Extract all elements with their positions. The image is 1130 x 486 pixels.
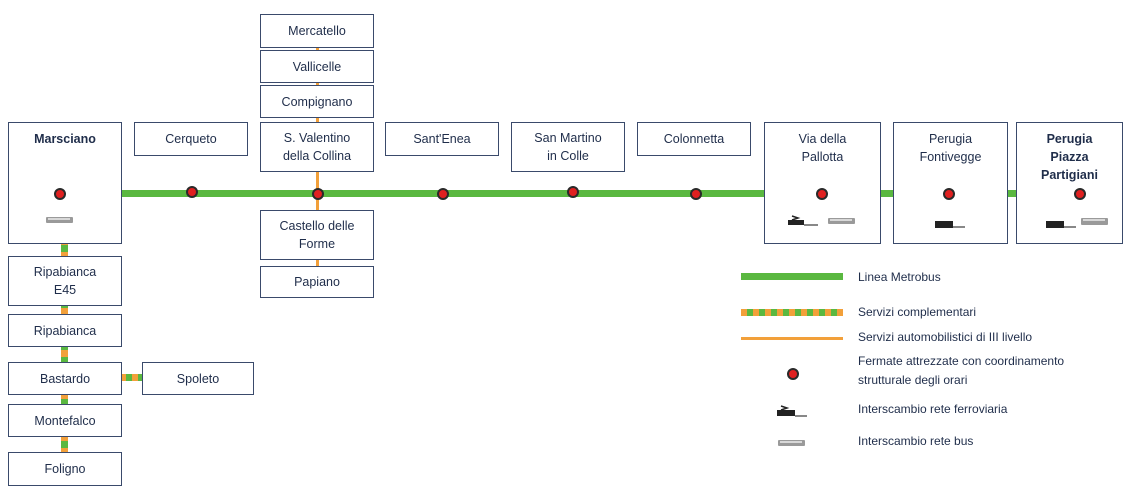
bus-icon [1081, 218, 1108, 225]
station-mercatello: Mercatello [260, 14, 374, 48]
legend-stop-marker [787, 368, 799, 380]
station-ripabianca: Ripabianca [8, 314, 122, 347]
station-spoleto: Spoleto [142, 362, 254, 395]
bus-icon [46, 217, 73, 223]
legend-metrobus-label: Linea Metrobus [858, 270, 941, 284]
stop-sant-enea [437, 188, 449, 200]
stop-cerqueto [186, 186, 198, 198]
station-montefalco: Montefalco [8, 404, 122, 437]
legend-complementary-label: Servizi complementari [858, 305, 977, 319]
station-compignano: Compignano [260, 85, 374, 118]
stop-perugia-fontivegge [943, 188, 955, 200]
west-branch-line [61, 238, 68, 456]
legend-auto-label: Servizi automobilistici di III livello [858, 330, 1033, 344]
station-vallicelle: Vallicelle [260, 50, 374, 83]
train-icon [935, 221, 965, 228]
legend-rail-label: Interscambio rete ferroviaria [858, 402, 1008, 416]
train-icon [1046, 221, 1076, 228]
stop-perugia-piazza-partigiani [1074, 188, 1086, 200]
stop-san-martino [567, 186, 579, 198]
station-papiano: Papiano [260, 266, 374, 298]
train-icon [788, 215, 818, 226]
station-castello-delle-forme: Castello delle Forme [260, 210, 374, 260]
station-sant-enea: Sant'Enea [385, 122, 499, 156]
legend-metrobus-swatch [741, 273, 843, 280]
station-cerqueto: Cerqueto [134, 122, 248, 156]
stop-marsciano [54, 188, 66, 200]
station-colonnetta: Colonnetta [637, 122, 751, 156]
train-icon [777, 405, 807, 417]
legend-stops-label: Fermate attrezzate con coordinamento str… [858, 354, 1065, 387]
station-via-della-pallotta: Via della Pallotta [764, 122, 881, 244]
stop-via-della-pallotta [816, 188, 828, 200]
legend-bus-label: Interscambio rete bus [858, 434, 974, 448]
stop-s-valentino [312, 188, 324, 200]
stop-colonnetta [690, 188, 702, 200]
bus-icon [828, 218, 855, 224]
station-bastardo: Bastardo [8, 362, 122, 395]
station-foligno: Foligno [8, 452, 122, 486]
station-san-martino: San Martino in Colle [511, 122, 625, 172]
bus-icon [778, 440, 805, 446]
legend-auto-swatch [741, 337, 843, 340]
legend-complementary-swatch [741, 309, 843, 316]
station-ripabianca-e45: Ripabianca E45 [8, 256, 122, 306]
station-s-valentino: S. Valentino della Collina [260, 122, 374, 172]
spoleto-branch-line [120, 374, 144, 381]
station-marsciano: Marsciano [8, 122, 122, 244]
